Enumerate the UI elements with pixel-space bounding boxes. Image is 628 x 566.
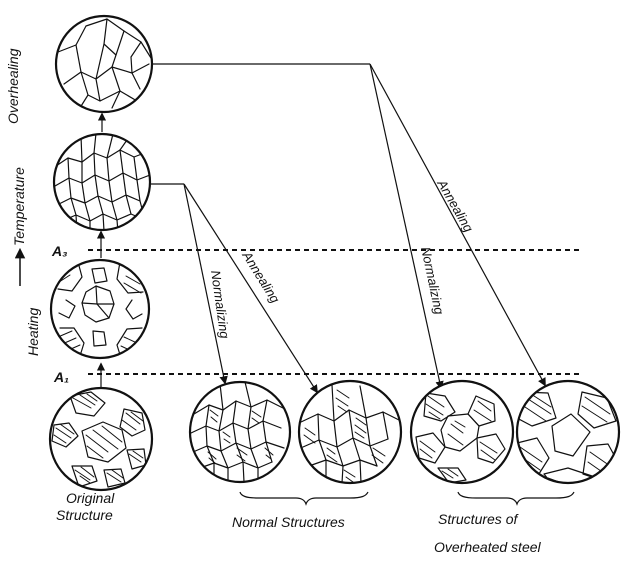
heating-label: Heating: [25, 308, 41, 356]
normalizing-arrow-2: [370, 64, 441, 388]
circle-annealed: [299, 381, 401, 483]
original-structure-line1: Original: [66, 490, 115, 506]
original-structure-line2: Structure: [56, 507, 113, 523]
circle-overheating: [56, 16, 152, 112]
circle-original-structure: [50, 388, 152, 490]
temperature-label: Temperature: [11, 167, 27, 246]
main-arrows: [151, 64, 545, 392]
circle-overheated-annealed: [515, 381, 619, 490]
normalizing-label-1: Normalizing: [208, 269, 233, 340]
overheated-structures-line1: Structures of: [438, 511, 519, 527]
circle-intercritical: [51, 260, 149, 359]
annealing-label-1: Annealing: [239, 248, 283, 306]
a3-label: A₃: [51, 243, 68, 259]
annealing-arrow-1: [184, 184, 317, 392]
overheating-label: Overhealing: [5, 48, 21, 124]
annealing-label-2: Annealing: [434, 176, 477, 235]
a1-label: A₁: [53, 369, 69, 385]
grouping-braces: [240, 492, 574, 504]
process-labels: Normalizing Annealing Normalizing Anneal…: [208, 176, 477, 340]
circle-austenite: [54, 133, 150, 232]
circle-overheated-normalized: [411, 381, 513, 483]
normal-structures-brace: [240, 492, 368, 504]
circle-normalized: [190, 382, 290, 482]
overheated-structures-brace: [458, 492, 574, 504]
normal-structures-label: Normal Structures: [232, 514, 345, 530]
overheated-structures-line2: Overheated steel: [434, 539, 542, 555]
temperature-axis: Temperature Heating: [11, 167, 41, 356]
